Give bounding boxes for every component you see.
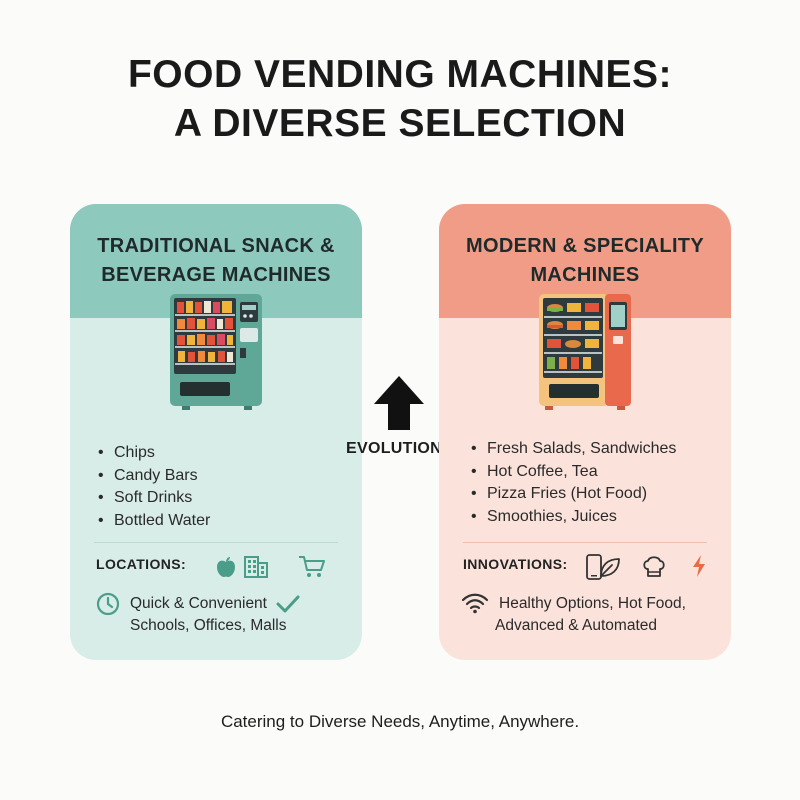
modern-items-list: Fresh Salads, Sandwiches Hot Coffee, Tea… bbox=[469, 438, 676, 528]
traditional-heading-line-2: BEVERAGE MACHINES bbox=[101, 264, 331, 286]
footer-caption: Catering to Diverse Needs, Anytime, Anyw… bbox=[220, 712, 580, 731]
traditional-vending-machine-icon bbox=[170, 294, 262, 410]
checkmark-icon bbox=[276, 595, 300, 613]
page-title: FOOD VENDING MACHINES: A DIVERSE SELECTI… bbox=[0, 50, 800, 148]
leaf-icon bbox=[600, 558, 620, 577]
modern-vending-machine-icon bbox=[539, 294, 631, 410]
modern-heading-line-2: MACHINES bbox=[530, 264, 640, 286]
evolution-label: EVOLUTION bbox=[346, 440, 443, 457]
list-item: Hot Coffee, Tea bbox=[469, 461, 676, 484]
clock-icon bbox=[96, 592, 120, 616]
traditional-bottom-line-2: Schools, Offices, Malls bbox=[130, 617, 287, 634]
traditional-heading-line-1: TRADITIONAL SNACK & bbox=[97, 235, 335, 257]
evolution-arrow-icon bbox=[374, 376, 424, 430]
chef-hat-icon bbox=[643, 556, 665, 577]
list-item: Candy Bars bbox=[96, 465, 210, 488]
modern-card-heading: MODERN & SPECIALITY MACHINES bbox=[439, 204, 731, 318]
traditional-items-list: Chips Candy Bars Soft Drinks Bottled Wat… bbox=[96, 442, 210, 532]
title-line-1: FOOD VENDING MACHINES: bbox=[127, 53, 672, 96]
traditional-bottom-line-1: Quick & Convenient bbox=[130, 595, 267, 612]
list-item: Smoothies, Juices bbox=[469, 506, 676, 529]
wifi-icon bbox=[461, 593, 489, 614]
list-item: Pizza Fries (Hot Food) bbox=[469, 483, 676, 506]
title-line-2: A DIVERSE SELECTION bbox=[173, 102, 627, 145]
modern-machines-card: MODERN & SPECIALITY MACHINES Fresh Salad… bbox=[439, 204, 731, 660]
list-item: Fresh Salads, Sandwiches bbox=[469, 438, 676, 461]
modern-heading-line-1: MODERN & SPECIALITY bbox=[466, 235, 704, 257]
smartphone-icon bbox=[586, 554, 602, 580]
list-item: Bottled Water bbox=[96, 510, 210, 533]
traditional-divider bbox=[94, 542, 338, 543]
traditional-machines-card: TRADITIONAL SNACK & BEVERAGE MACHINES bbox=[70, 204, 362, 660]
modern-bottom-line-1: Healthy Options, Hot Food, bbox=[499, 595, 686, 612]
list-item: Chips bbox=[96, 442, 210, 465]
modern-divider bbox=[463, 542, 707, 543]
locations-label: LOCATIONS: bbox=[96, 556, 187, 572]
shopping-cart-icon bbox=[299, 556, 325, 577]
building-icon bbox=[244, 556, 268, 578]
apple-icon bbox=[217, 557, 235, 577]
list-item: Soft Drinks bbox=[96, 487, 210, 510]
innovations-label: INNOVATIONS: bbox=[463, 556, 568, 572]
lightning-icon bbox=[693, 555, 705, 577]
modern-bottom-line-2: Advanced & Automated bbox=[495, 617, 658, 634]
